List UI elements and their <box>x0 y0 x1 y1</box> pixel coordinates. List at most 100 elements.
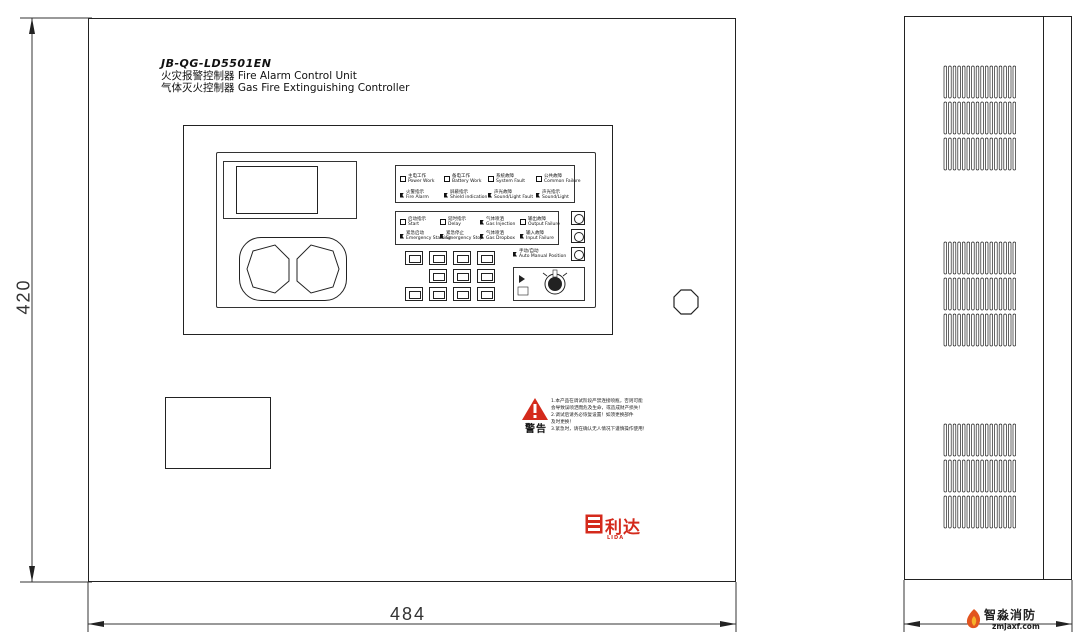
vent-slot <box>943 65 947 99</box>
key-button-11[interactable] <box>477 287 495 301</box>
vent-slot <box>957 241 961 275</box>
key-button-10[interactable] <box>453 287 471 301</box>
vent-slot <box>948 65 952 99</box>
vent-slot <box>994 65 998 99</box>
key-button-6[interactable] <box>453 269 471 283</box>
vent-slot <box>948 101 952 135</box>
vent-slot <box>957 101 961 135</box>
vent-slot <box>952 459 957 493</box>
vent-slot <box>975 65 980 99</box>
vent-slot <box>1012 241 1016 275</box>
vent-slot <box>962 277 966 311</box>
vent-slot <box>957 423 961 457</box>
vent-slot <box>952 423 957 457</box>
vent-slot <box>989 65 993 99</box>
warning-line-1: 1.本产品在调试阶段严禁连接喷瓶，否则可能 <box>551 399 643 404</box>
warning-label: 警告 1.本产品在调试阶段严禁连接喷瓶，否则可能 会导致误喷洒而危及生命，或造成… <box>519 395 669 435</box>
title-line-1-en: Fire Alarm Control Unit <box>237 70 357 82</box>
printer-shape-icon <box>246 244 340 294</box>
vent-slot <box>989 101 993 135</box>
round-button-2[interactable] <box>571 229 585 243</box>
vent-slot <box>948 459 952 493</box>
vent-slot <box>971 137 975 171</box>
led-sound-light-en: Sound/Light <box>542 195 569 200</box>
vent-slot <box>1012 101 1016 135</box>
vent-slot <box>943 459 947 493</box>
height-dimension-label: 420 <box>13 278 34 315</box>
vent-slot <box>1003 459 1007 493</box>
vent-slot <box>994 137 998 171</box>
vent-slot <box>994 101 998 135</box>
vent-slot <box>952 495 957 529</box>
vent-slot <box>1003 65 1007 99</box>
vent-slot <box>985 137 989 171</box>
vent-slot <box>989 495 993 529</box>
vent-slot <box>975 137 980 171</box>
vent-slot <box>962 65 966 99</box>
vent-slot <box>957 459 961 493</box>
vent-slot <box>971 101 975 135</box>
key-button-5[interactable] <box>429 269 447 283</box>
auto-manual-cn: 手动/自动 <box>519 249 539 254</box>
warning-line-2: 会导致误喷洒而危及生命，或造成财产损失！ <box>551 406 643 411</box>
vent-slot <box>998 101 1003 135</box>
side-rib-line <box>1043 17 1044 579</box>
vent-slot <box>994 313 998 347</box>
vent-slot <box>985 313 989 347</box>
title-line-1: 火灾报警控制器 Fire Alarm Control Unit <box>161 70 409 82</box>
title-line-2: 气体灭火控制器 Gas Fire Extinguishing Controlle… <box>161 82 409 94</box>
led-delay-en: Delay <box>448 222 461 227</box>
key-button-3[interactable] <box>453 251 471 265</box>
vent-slot <box>980 101 984 135</box>
vent-slot <box>952 65 957 99</box>
keyswitch-icon[interactable] <box>513 267 585 301</box>
vent-slot <box>966 277 970 311</box>
led-battery-work-cn: 备电工作 <box>452 174 470 179</box>
vent-slot <box>962 459 966 493</box>
vent-slot <box>1008 495 1012 529</box>
key-button-4[interactable] <box>477 251 495 265</box>
key-button-1[interactable] <box>405 251 423 265</box>
vent-slot <box>966 241 970 275</box>
vent-slot <box>1012 137 1016 171</box>
model-number: JB-QG-LD5501EN <box>161 57 272 70</box>
led-delay-cn: 延时指示 <box>448 217 466 222</box>
vent-slot <box>998 65 1003 99</box>
key-button-7[interactable] <box>477 269 495 283</box>
vent-slot <box>985 423 989 457</box>
round-button-1[interactable] <box>571 211 585 225</box>
vent-slot <box>989 459 993 493</box>
vent-slot <box>952 137 957 171</box>
vent-slot <box>1003 423 1007 457</box>
vent-slot <box>971 313 975 347</box>
led-sound-light-fault-en: Sound/Light Fault <box>494 195 534 200</box>
led-common-failure-cn: 公共故障 <box>544 174 562 179</box>
vent-slot <box>975 241 980 275</box>
vent-slot <box>980 241 984 275</box>
key-button-8[interactable] <box>405 287 423 301</box>
vent-slot <box>985 101 989 135</box>
vent-slot <box>962 137 966 171</box>
vent-slot <box>1012 65 1016 99</box>
vent-slot <box>975 495 980 529</box>
round-button-3[interactable] <box>571 247 585 261</box>
watermark-logo-icon <box>966 609 981 629</box>
led-input-failure-cn: 输入故障 <box>526 231 544 236</box>
title-line-2-en: Gas Fire Extinguishing Controller <box>237 82 410 94</box>
warning-line-3: 2.调试后请务必恢复设置！如须更换部件 <box>551 413 634 418</box>
door-lock-icon[interactable] <box>673 289 699 315</box>
led-gas-injection-en: Gas Injection <box>486 222 516 227</box>
key-button-2[interactable] <box>429 251 447 265</box>
brand-name-cn: 利达 <box>605 518 641 538</box>
cabinet-front-view: JB-QG-LD5501EN 火灾报警控制器 Fire Alarm Contro… <box>88 18 736 582</box>
printer-opening <box>239 237 347 301</box>
vent-slot <box>966 313 970 347</box>
vent-slot <box>957 137 961 171</box>
key-button-9[interactable] <box>429 287 447 301</box>
vent-slot <box>975 313 980 347</box>
led-gas-injection-cn: 气体喷洒 <box>486 217 504 222</box>
